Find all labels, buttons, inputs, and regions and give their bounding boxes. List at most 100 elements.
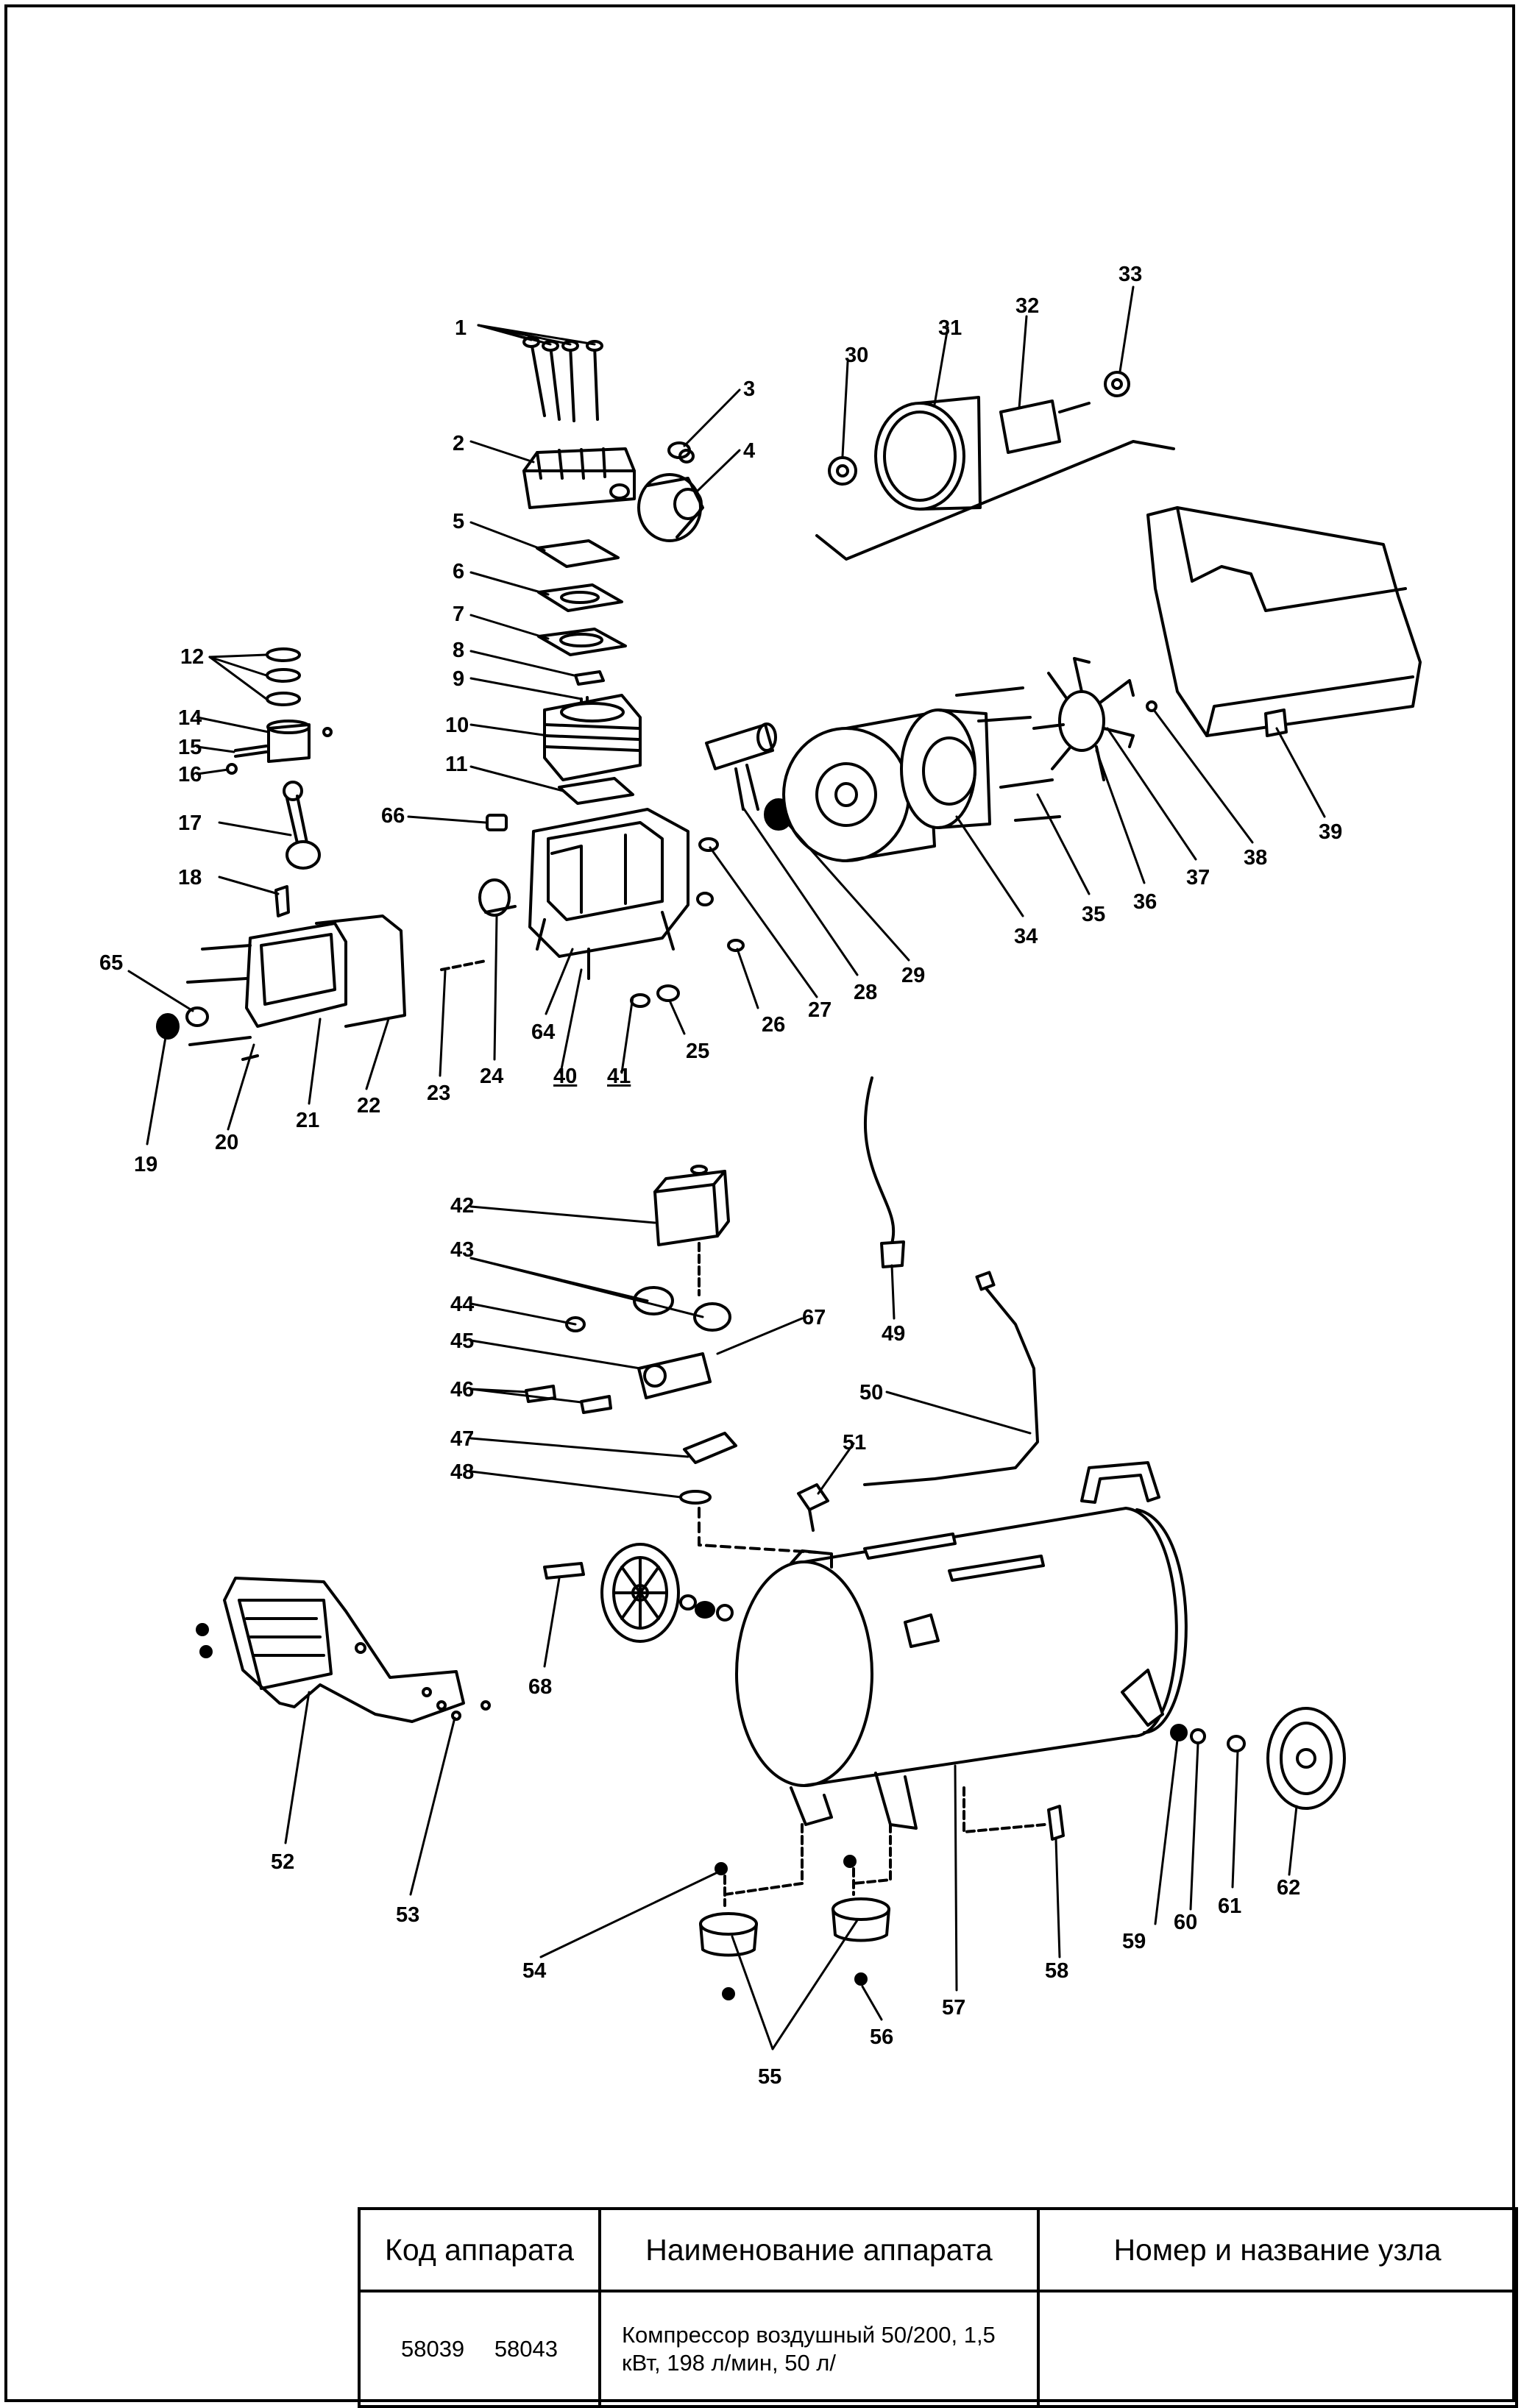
callout-7: 7: [453, 603, 464, 626]
callout-59: 59: [1122, 1930, 1146, 1953]
callout-68: 68: [528, 1675, 552, 1699]
piston-rings: [266, 647, 301, 706]
callout-27: 27: [808, 998, 832, 1022]
callout-labels: 1 2 3 4 5 6 7 8 9 10 11 12 14 15 16 17 1…: [99, 263, 1342, 2089]
callout-58: 58: [1045, 1959, 1068, 1983]
callout-47: 47: [450, 1427, 474, 1451]
callout-51: 51: [843, 1431, 866, 1455]
check-valve: [797, 1483, 829, 1532]
outlet-pipe: [863, 1271, 1039, 1486]
head-fitting: [667, 441, 695, 464]
callout-26: 26: [762, 1013, 785, 1037]
power-cord: [863, 1076, 905, 1268]
callout-56: 56: [870, 2025, 893, 2049]
callout-55: 55: [758, 2065, 781, 2089]
callout-24: 24: [480, 1065, 503, 1088]
apparatus-codes: 58039 58043: [358, 2290, 601, 2408]
callout-48: 48: [450, 1460, 474, 1484]
callout-30: 30: [845, 344, 868, 367]
callout-60: 60: [1174, 1911, 1197, 1934]
title-block-data-row: 58039 58043 Компрессор воздушный 50/200,…: [358, 2290, 1518, 2408]
front-wheel: [543, 1543, 734, 1643]
callout-45: 45: [450, 1329, 474, 1353]
callout-35: 35: [1082, 903, 1105, 926]
callout-23: 23: [427, 1082, 450, 1105]
pressure-switch: [653, 1165, 730, 1246]
rear-wheel: [1170, 1707, 1346, 1810]
callout-21: 21: [296, 1109, 319, 1132]
callout-8: 8: [453, 639, 464, 662]
callout-34: 34: [1014, 925, 1038, 948]
fan-shroud: [1146, 506, 1422, 737]
title-block: Код аппарата Наименование аппарата Номер…: [358, 2207, 1518, 2408]
apparatus-code-2: 58043: [494, 2335, 559, 2362]
callout-39: 39: [1319, 820, 1342, 844]
callout-64: 64: [531, 1020, 555, 1044]
callout-33: 33: [1118, 263, 1142, 286]
leader-lines: [127, 285, 1326, 2050]
unit-name: [1037, 2290, 1518, 2408]
callout-10: 10: [445, 714, 469, 737]
callout-18: 18: [178, 866, 202, 889]
callout-67: 67: [802, 1306, 826, 1329]
callout-3: 3: [743, 377, 755, 401]
callout-66: 66: [381, 804, 405, 828]
callout-43: 43: [450, 1238, 474, 1262]
callout-12: 12: [180, 645, 204, 669]
callout-49: 49: [882, 1322, 905, 1346]
callout-38: 38: [1244, 846, 1267, 870]
callout-44: 44: [450, 1293, 474, 1316]
head-bolts: [522, 336, 603, 422]
callout-31: 31: [938, 316, 962, 340]
motor-rotor-parts: [815, 371, 1175, 561]
callout-46: 46: [450, 1378, 474, 1402]
callout-22: 22: [357, 1094, 380, 1118]
crankcase: [440, 808, 745, 1008]
callout-50: 50: [859, 1381, 883, 1404]
callout-32: 32: [1015, 294, 1039, 318]
crankcase-cover-assembly: [156, 885, 406, 1061]
callout-42: 42: [450, 1194, 474, 1218]
manifold-and-gauges: [525, 1242, 818, 1554]
handle: [196, 1577, 491, 1723]
callout-40: 40: [553, 1065, 577, 1088]
motor-end-shield: [900, 686, 1061, 829]
capacitor: [705, 722, 777, 811]
valve-plates-and-gaskets: [536, 539, 627, 706]
callout-20: 20: [215, 1131, 238, 1154]
callout-15: 15: [178, 736, 202, 759]
callout-57: 57: [942, 1996, 965, 2020]
cylinder-block: [543, 694, 642, 805]
callout-37: 37: [1186, 866, 1210, 889]
header-unit: Номер и название узла: [1037, 2207, 1518, 2292]
callout-41: 41: [607, 1065, 631, 1088]
header-code: Код аппарата: [358, 2207, 601, 2292]
connecting-rod: [283, 781, 321, 870]
header-name: Наименование аппарата: [598, 2207, 1040, 2292]
callout-61: 61: [1218, 1894, 1241, 1918]
apparatus-name: Компрессор воздушный 50/200, 1,5 кВт, 19…: [598, 2290, 1040, 2408]
exploded-view-drawing: 1 2 3 4 5 6 7 8 9 10 11 12 14 15 16 17 1…: [99, 263, 1422, 2089]
callout-16: 16: [178, 763, 202, 786]
piston-and-pin: [226, 720, 333, 775]
callout-6: 6: [453, 560, 464, 583]
apparatus-code-1: 58039: [400, 2335, 465, 2362]
callout-19: 19: [134, 1153, 157, 1176]
callout-29: 29: [901, 964, 925, 987]
title-block-header-row: Код аппарата Наименование аппарата Номер…: [358, 2207, 1518, 2292]
callout-2: 2: [453, 432, 464, 455]
callout-52: 52: [271, 1850, 294, 1874]
callout-28: 28: [854, 981, 877, 1004]
callout-25: 25: [686, 1040, 709, 1063]
air-filter: [637, 473, 704, 542]
callout-53: 53: [396, 1903, 419, 1927]
air-tank: [735, 1461, 1188, 1830]
cooling-fan: [1032, 657, 1135, 781]
callout-5: 5: [453, 510, 464, 533]
callout-62: 62: [1277, 1876, 1300, 1900]
tank-feet-and-drain: [699, 1786, 1065, 2000]
callout-14: 14: [178, 706, 202, 730]
callout-1: 1: [455, 316, 467, 340]
callout-9: 9: [453, 667, 464, 691]
